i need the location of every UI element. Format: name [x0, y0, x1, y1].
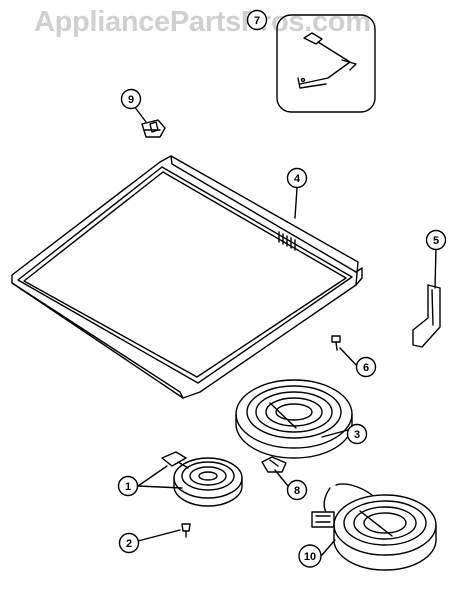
part-9-clip: [141, 119, 166, 138]
callout-2-label: 2: [126, 538, 132, 550]
callout-9-label: 9: [128, 94, 134, 106]
callout-2: 2: [118, 532, 140, 554]
leader-2: [137, 529, 181, 542]
callout-4-label: 4: [294, 173, 301, 185]
callout-8-label: 8: [294, 485, 300, 497]
callout-1: 1: [117, 475, 139, 497]
part-1-surface-element: [161, 451, 243, 507]
part-6-screw: [331, 335, 341, 351]
leader-5: [434, 246, 437, 289]
leader-3: [321, 429, 349, 438]
leader-9: [133, 105, 147, 123]
part-7-inset: [276, 14, 376, 113]
callout-3: 3: [346, 423, 368, 445]
callout-7-label: 7: [254, 15, 260, 27]
part-8-clip: [261, 456, 287, 473]
leader-4: [294, 187, 298, 219]
callout-5: 5: [425, 229, 447, 251]
part-3-surface-element: [235, 379, 353, 459]
callout-6: 6: [355, 356, 377, 378]
callout-6-label: 6: [363, 362, 369, 374]
leader-1b: [137, 485, 183, 489]
watermark-logo: AppliancePartsPros.com: [34, 6, 371, 38]
leader-10: [321, 539, 336, 556]
leader-1a: [137, 465, 168, 487]
callout-1-label: 1: [125, 481, 131, 493]
callout-7: 7: [246, 9, 268, 31]
callout-5-label: 5: [433, 235, 439, 247]
callout-10-label: 10: [304, 551, 316, 563]
callout-10: 10: [298, 544, 322, 568]
callout-9: 9: [120, 88, 142, 110]
leader-6: [339, 347, 359, 368]
callout-8: 8: [286, 479, 308, 501]
callout-4: 4: [286, 167, 308, 189]
leader-8: [274, 469, 289, 487]
part-2-screw: [181, 523, 191, 538]
part-10-surface-element: [311, 483, 437, 571]
part-4-cooktop-top: [11, 155, 363, 399]
callout-3-label: 3: [354, 429, 360, 441]
part-5-trim: [412, 284, 441, 348]
